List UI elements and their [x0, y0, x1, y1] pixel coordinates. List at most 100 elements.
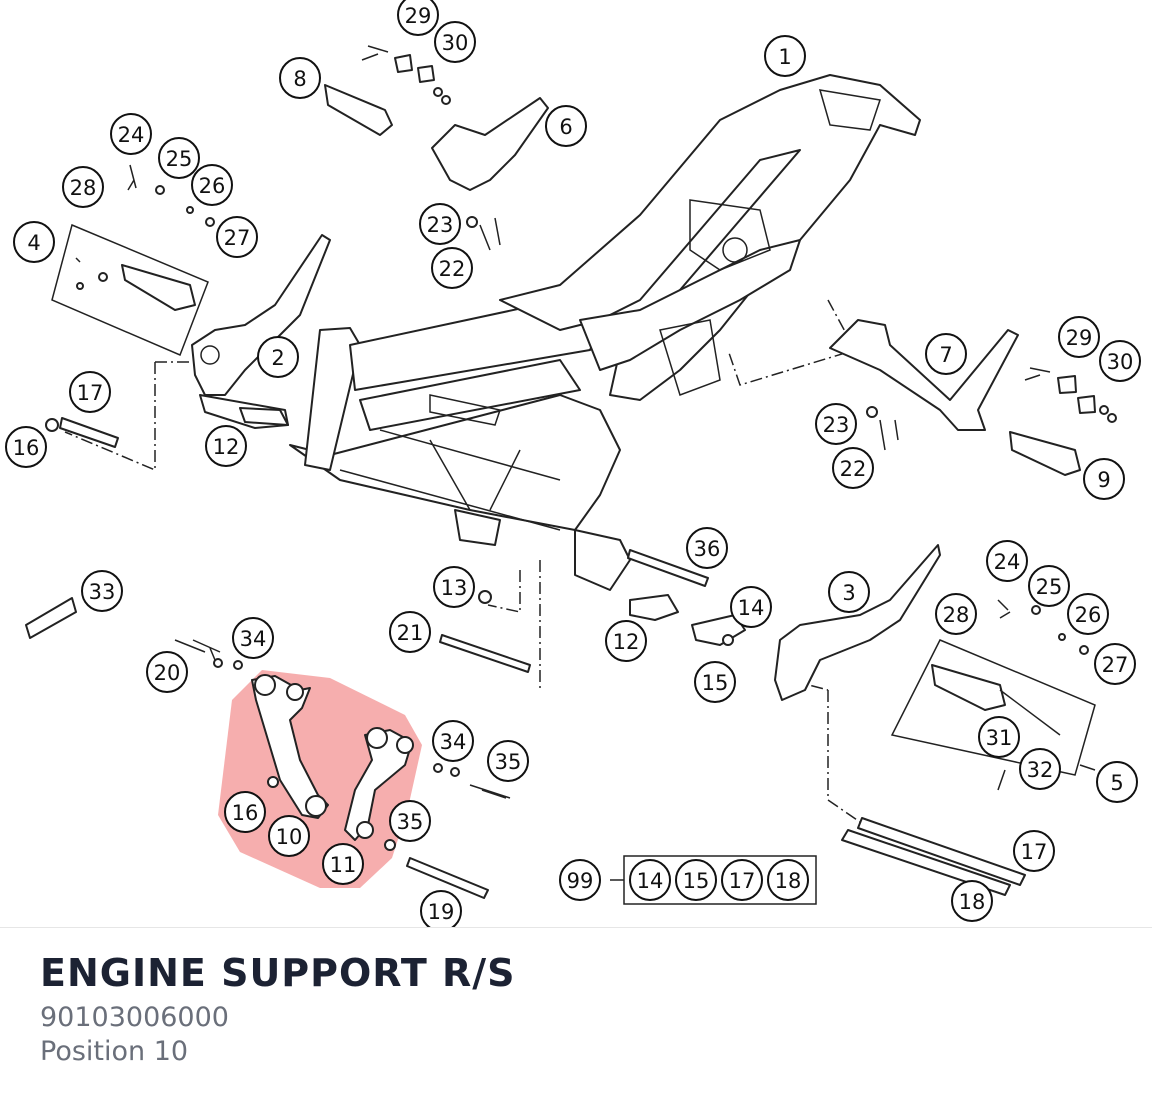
- callout-34[interactable]: 34: [432, 720, 474, 762]
- callout-17[interactable]: 17: [69, 371, 111, 413]
- callout-text: 9: [1097, 468, 1110, 492]
- callout-17[interactable]: 17: [721, 859, 763, 901]
- part-position: Position 10: [40, 1036, 189, 1067]
- part-info-panel: ENGINE SUPPORT R/S 90103006000 Position …: [40, 950, 516, 1068]
- callout-14[interactable]: 14: [730, 586, 772, 628]
- callout-22[interactable]: 22: [431, 247, 473, 289]
- callout-16[interactable]: 16: [224, 791, 266, 833]
- callout-text: 30: [1107, 350, 1134, 374]
- callout-13[interactable]: 13: [433, 566, 475, 608]
- callout-text: 29: [1066, 326, 1093, 350]
- callout-11[interactable]: 11: [322, 843, 364, 885]
- callout-21[interactable]: 21: [389, 611, 431, 653]
- part-title: ENGINE SUPPORT R/S: [40, 951, 516, 995]
- bracket-12-right: [629, 594, 679, 621]
- callout-text: 11: [330, 853, 357, 877]
- callout-text: 33: [89, 580, 116, 604]
- callout-12[interactable]: 12: [205, 425, 247, 467]
- callout-35[interactable]: 35: [389, 800, 431, 842]
- callout-5[interactable]: 5: [1096, 761, 1138, 803]
- divider: [0, 927, 1152, 928]
- callout-31[interactable]: 31: [978, 716, 1020, 758]
- callout-6[interactable]: 6: [545, 105, 587, 147]
- callout-30[interactable]: 30: [1099, 340, 1141, 382]
- callout-9[interactable]: 9: [1083, 458, 1125, 500]
- callout-8[interactable]: 8: [279, 57, 321, 99]
- callout-10[interactable]: 10: [268, 815, 310, 857]
- callout-text: 28: [70, 176, 97, 200]
- callout-23[interactable]: 23: [419, 203, 461, 245]
- callout-17[interactable]: 17: [1013, 830, 1055, 872]
- callout-text: 16: [232, 801, 259, 825]
- callout-text: 5: [1110, 771, 1123, 795]
- callout-30[interactable]: 30: [434, 21, 476, 63]
- callout-text: 26: [199, 174, 226, 198]
- bracket-12-left: [239, 407, 289, 426]
- callout-26[interactable]: 26: [1067, 593, 1109, 635]
- highlight-engine-support[interactable]: [218, 670, 422, 888]
- callout-26[interactable]: 26: [191, 164, 233, 206]
- callout-text: 18: [959, 890, 986, 914]
- callout-text: 22: [439, 257, 466, 281]
- callout-12[interactable]: 12: [605, 620, 647, 662]
- callout-text: 31: [986, 726, 1013, 750]
- callout-33[interactable]: 33: [81, 570, 123, 612]
- callout-23[interactable]: 23: [815, 403, 857, 445]
- engine-support-brackets: [251, 674, 414, 841]
- callout-text: 34: [440, 730, 467, 754]
- callout-29[interactable]: 29: [397, 0, 439, 36]
- callout-25[interactable]: 25: [1028, 565, 1070, 607]
- callout-27[interactable]: 27: [216, 216, 258, 258]
- rod-17-18: [857, 817, 1026, 886]
- callout-22[interactable]: 22: [832, 447, 874, 489]
- callout-24[interactable]: 24: [110, 113, 152, 155]
- callout-text: 22: [840, 457, 867, 481]
- bracket-6: [431, 97, 549, 191]
- callout-text: 8: [293, 67, 306, 91]
- callout-1[interactable]: 1: [764, 35, 806, 77]
- callout-15[interactable]: 15: [694, 661, 736, 703]
- part-number: 90103006000: [40, 1002, 229, 1033]
- callout-34[interactable]: 34: [232, 617, 274, 659]
- callout-29[interactable]: 29: [1058, 316, 1100, 358]
- callout-text: 23: [823, 413, 850, 437]
- callout-text: 15: [683, 869, 710, 893]
- callout-19[interactable]: 19: [420, 890, 462, 928]
- callout-18[interactable]: 18: [767, 859, 809, 901]
- callout-32[interactable]: 32: [1019, 748, 1061, 790]
- callout-99[interactable]: 99: [559, 859, 601, 901]
- callout-20[interactable]: 20: [146, 651, 188, 693]
- callout-text: 18: [775, 869, 802, 893]
- main-frame: [289, 74, 921, 591]
- callout-text: 27: [224, 226, 251, 250]
- callout-18[interactable]: 18: [951, 880, 993, 922]
- callout-3[interactable]: 3: [828, 571, 870, 613]
- callout-text: 24: [994, 550, 1021, 574]
- callout-text: 24: [118, 123, 145, 147]
- callout-4[interactable]: 4: [13, 221, 55, 263]
- callout-14[interactable]: 14: [629, 859, 671, 901]
- plate-33: [25, 597, 77, 639]
- footpeg-8: [324, 84, 393, 136]
- callout-7[interactable]: 7: [925, 333, 967, 375]
- callout-text: 17: [77, 381, 104, 405]
- callout-28[interactable]: 28: [935, 593, 977, 635]
- callout-text: 14: [637, 869, 664, 893]
- callout-text: 21: [397, 621, 424, 645]
- callout-16[interactable]: 16: [5, 426, 47, 468]
- callout-36[interactable]: 36: [686, 527, 728, 569]
- callout-text: 26: [1075, 603, 1102, 627]
- footrest-kit-right: [890, 639, 1096, 776]
- callout-15[interactable]: 15: [675, 859, 717, 901]
- callout-25[interactable]: 25: [158, 137, 200, 179]
- callout-27[interactable]: 27: [1094, 643, 1136, 685]
- callout-2[interactable]: 2: [257, 336, 299, 378]
- callout-text: 15: [702, 671, 729, 695]
- bolts-20: [174, 639, 221, 653]
- callout-text: 12: [213, 435, 240, 459]
- callout-24[interactable]: 24: [986, 540, 1028, 582]
- callout-28[interactable]: 28: [62, 166, 104, 208]
- callout-35[interactable]: 35: [487, 740, 529, 782]
